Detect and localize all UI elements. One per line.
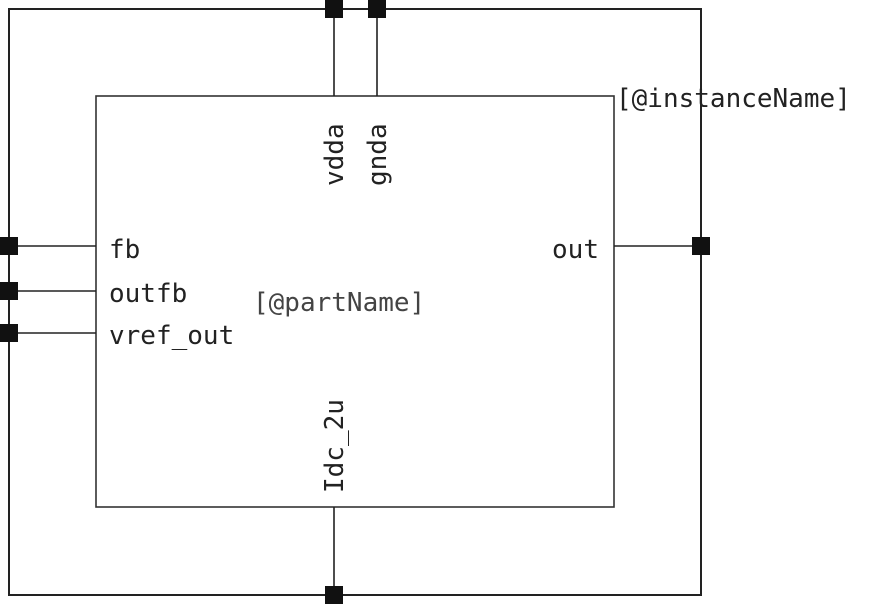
- pin-label-out: out: [552, 235, 599, 265]
- pin-terminal-vdda[interactable]: [325, 0, 343, 18]
- pin-terminal-out[interactable]: [692, 237, 710, 255]
- instance-name-label: [@instanceName]: [616, 84, 851, 114]
- pin-terminal-gnda[interactable]: [368, 0, 386, 18]
- pin-terminal-outfb[interactable]: [0, 282, 18, 300]
- pin-terminal-idc-2u[interactable]: [325, 586, 343, 604]
- pin-label-fb: fb: [109, 235, 140, 265]
- symbol-boundary: [8, 8, 702, 596]
- component-body: [95, 95, 615, 508]
- pin-label-gnda: gnda: [363, 123, 393, 186]
- pin-terminal-fb[interactable]: [0, 237, 18, 255]
- pin-label-outfb: outfb: [109, 279, 187, 309]
- pin-label-idc-2u: Idc_2u: [320, 399, 350, 493]
- pin-label-vdda: vdda: [320, 123, 350, 186]
- part-name-label: [@partName]: [253, 288, 425, 318]
- pin-terminal-vref-out[interactable]: [0, 324, 18, 342]
- pin-label-vref-out: vref_out: [109, 321, 234, 351]
